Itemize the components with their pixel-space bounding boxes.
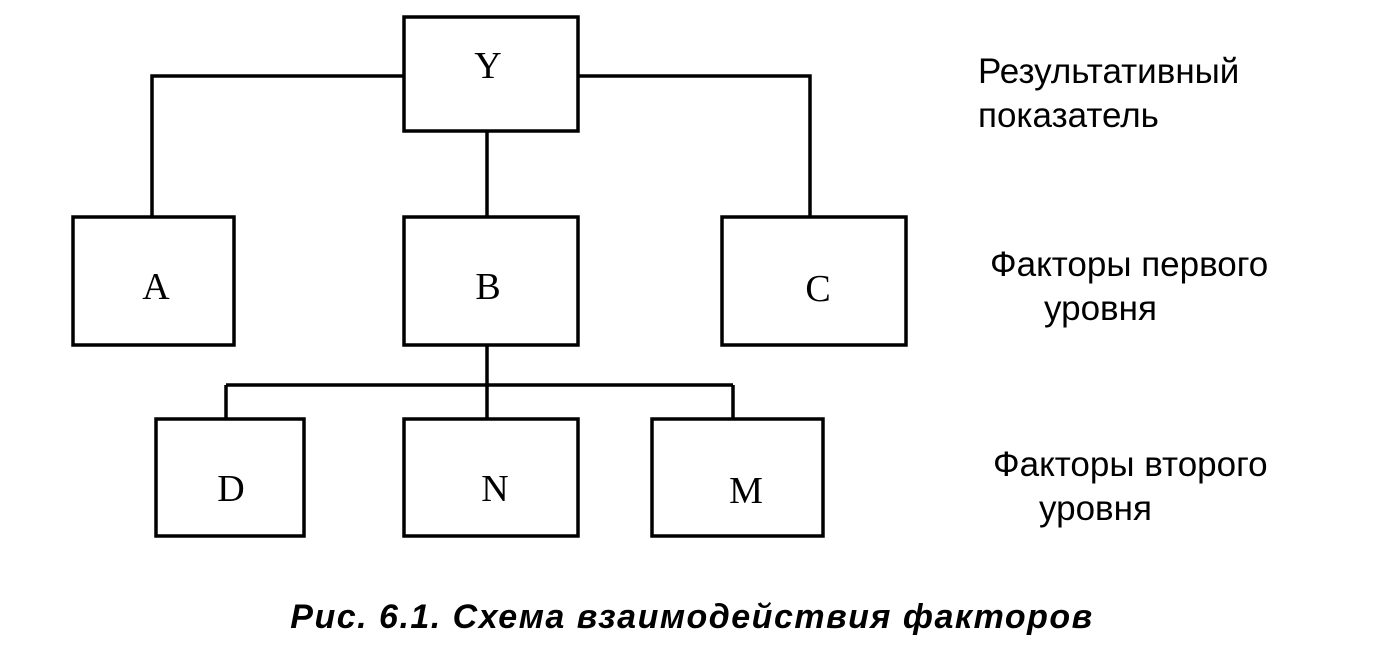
node-b: B xyxy=(402,215,580,347)
node-d-label: D xyxy=(217,468,244,510)
node-c: C xyxy=(720,215,908,347)
node-c-label: C xyxy=(805,268,830,310)
node-b-label: B xyxy=(475,266,500,308)
node-n-label: N xyxy=(481,468,508,510)
level-label-second: Факторы второго уровня xyxy=(993,443,1268,531)
figure-caption: Рис. 6.1. Схема взаимодействия факторов xyxy=(290,598,1094,636)
level-label-result: Результативный показатель xyxy=(978,50,1239,138)
node-m: M xyxy=(650,417,825,538)
node-a: A xyxy=(71,215,236,347)
level-label-first-line1: Факторы первого xyxy=(990,245,1269,284)
connector-y-c xyxy=(578,74,812,217)
node-a-label: A xyxy=(142,266,170,308)
node-d: D xyxy=(154,417,306,538)
connector-y-a xyxy=(150,74,404,217)
node-n: N xyxy=(402,417,580,538)
level-label-result-line1: Результативный xyxy=(978,52,1240,91)
level-label-second-line2: уровня xyxy=(1039,489,1152,528)
node-y-label: Y xyxy=(474,45,501,87)
level-label-result-line2: показатель xyxy=(978,96,1159,135)
node-y: Y xyxy=(402,15,580,133)
level-label-first: Факторы первого уровня xyxy=(990,243,1268,331)
level-label-second-line1: Факторы второго xyxy=(993,445,1268,484)
level-label-first-line2: уровня xyxy=(1044,289,1157,328)
node-m-label: M xyxy=(729,470,763,512)
